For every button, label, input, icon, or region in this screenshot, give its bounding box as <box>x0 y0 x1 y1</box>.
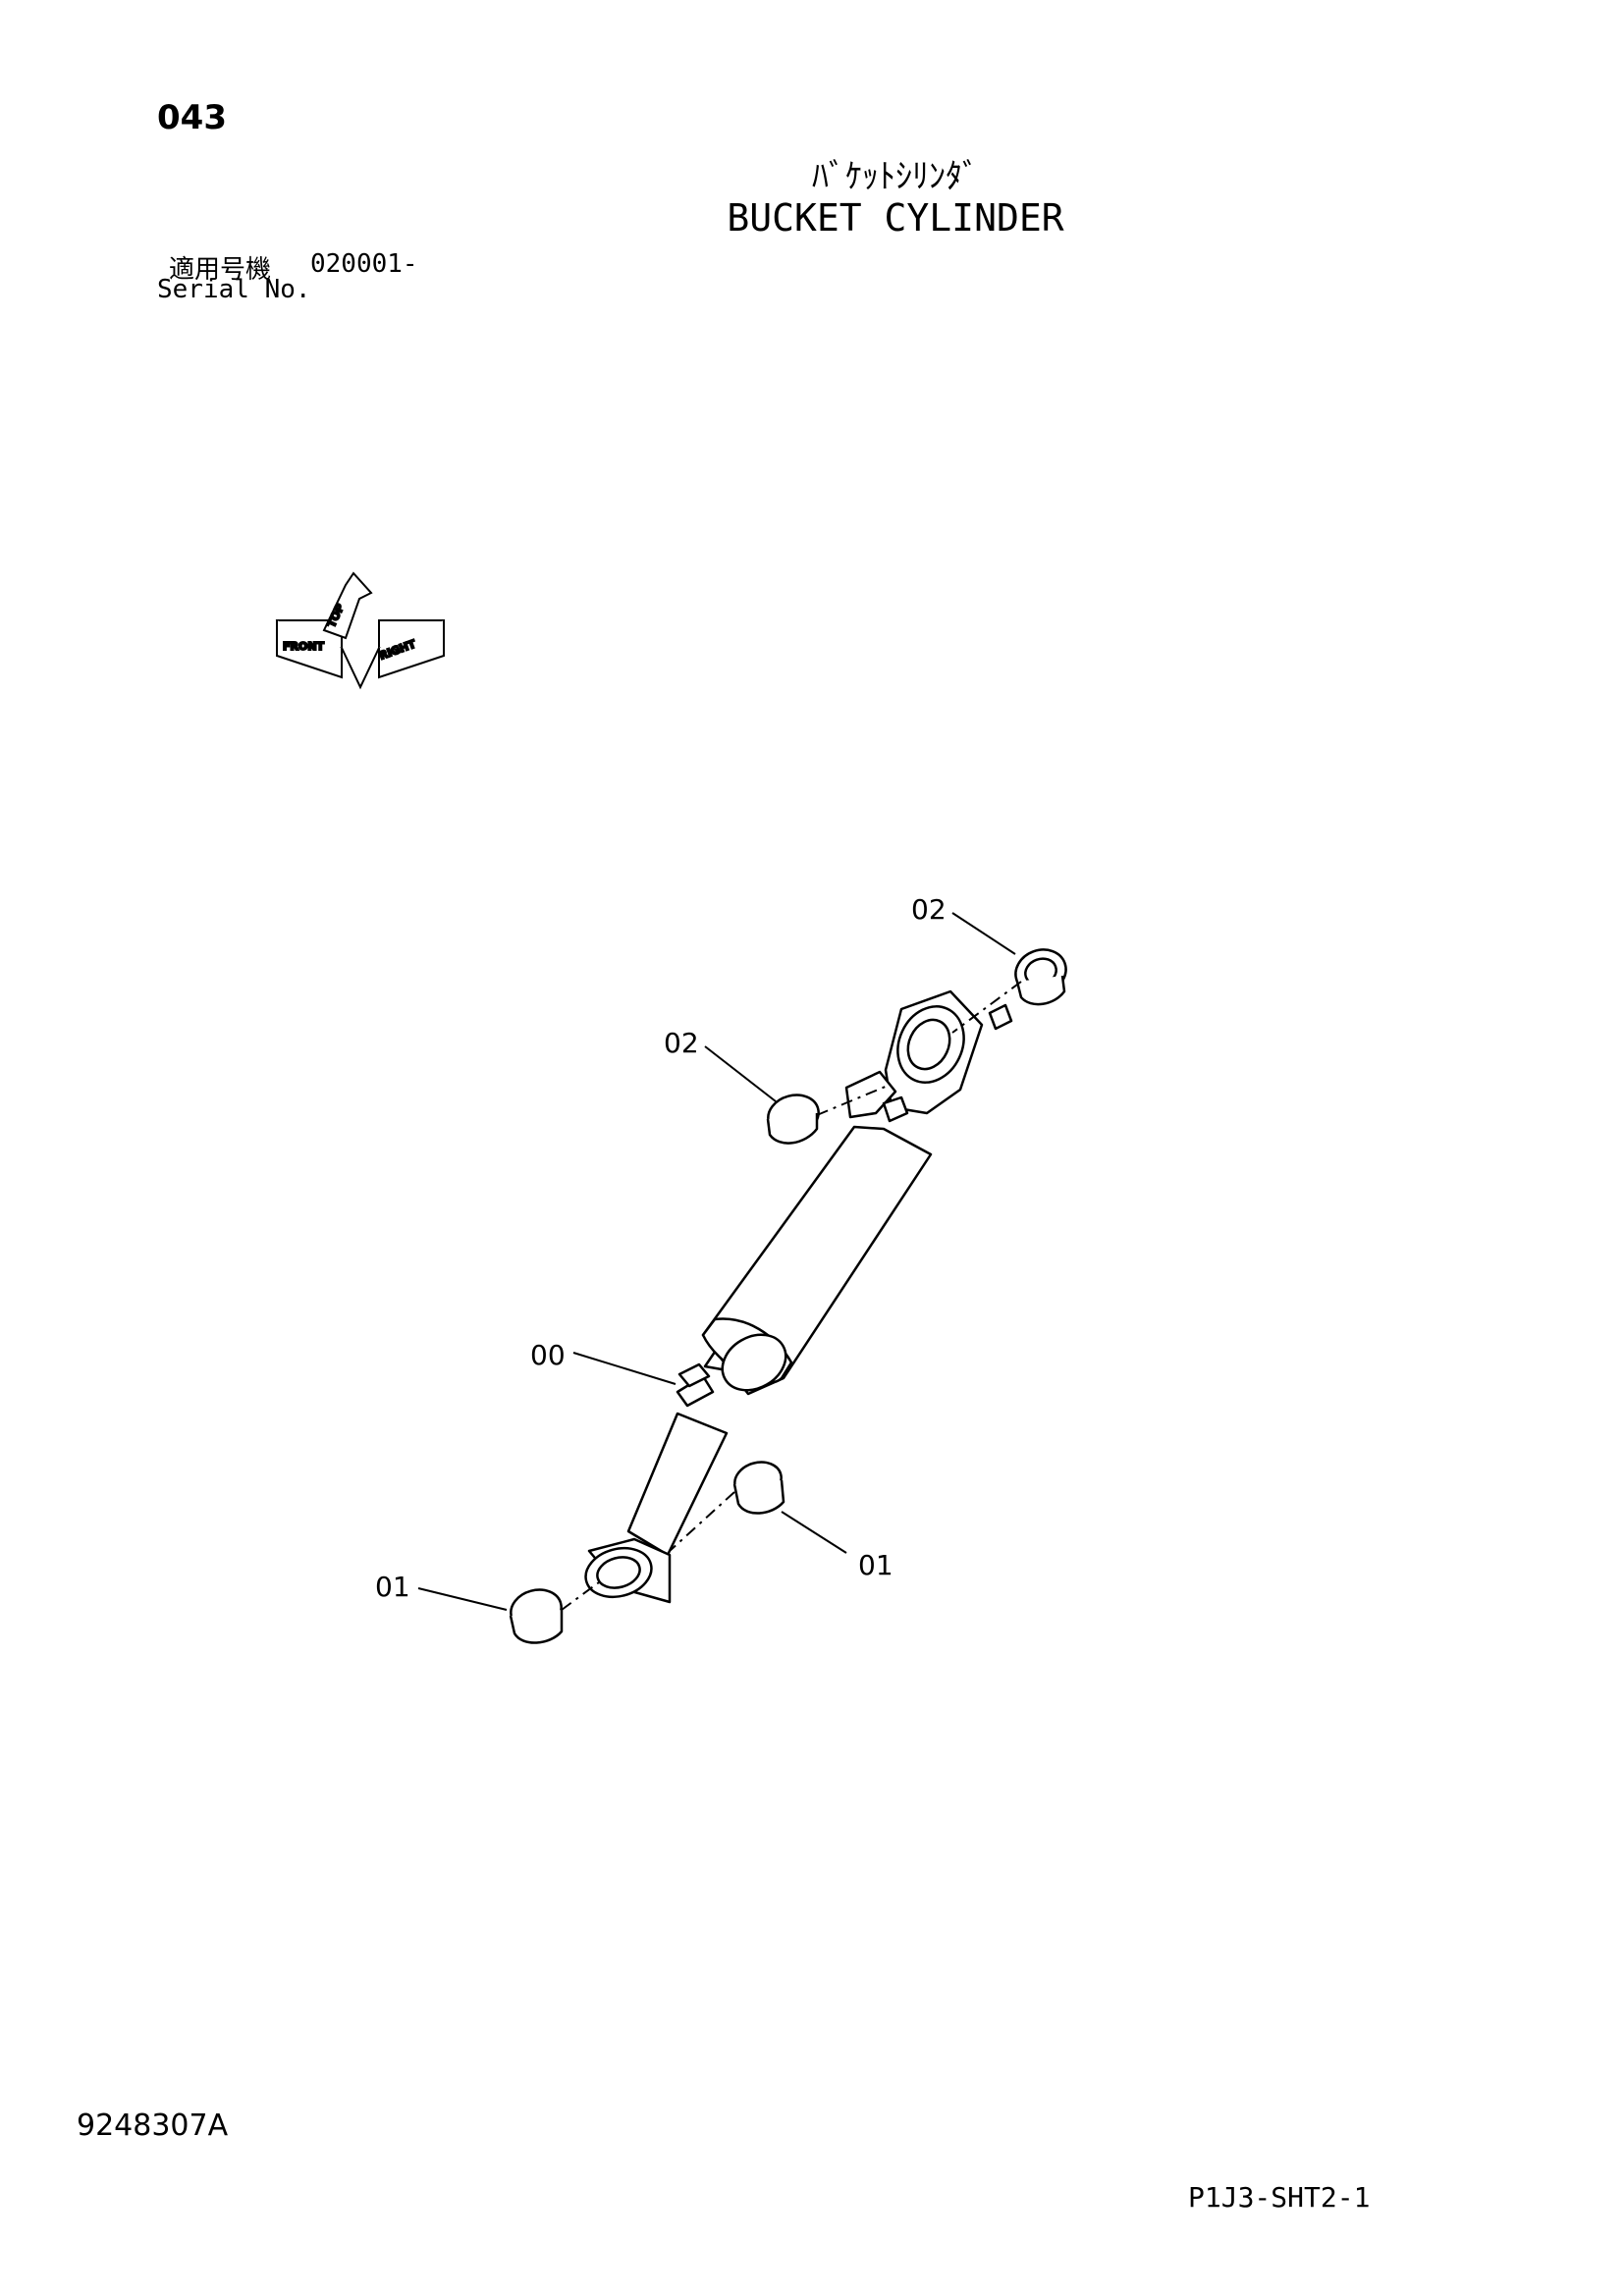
alignment-lines <box>561 981 1022 1611</box>
callout-01-left: 01 <box>375 1571 410 1603</box>
drawing-number: 9248307A <box>77 2109 229 2143</box>
leader-lines <box>417 912 1016 1611</box>
callout-01-right: 01 <box>858 1549 893 1581</box>
serial-label-english: Serial No. <box>157 275 311 304</box>
callout-02-upper: 02 <box>911 893 947 926</box>
orientation-indicator-icon: FRONT TOP RIGHT <box>275 571 446 690</box>
bucket-cylinder-drawing <box>509 948 1067 1644</box>
title-english: BUCKET CYLINDER <box>727 196 1064 240</box>
callout-00: 00 <box>530 1339 566 1371</box>
bushing-02-upper <box>1014 948 1067 1006</box>
title-japanese: ﾊﾞｹｯﾄｼﾘﾝﾀﾞ <box>812 157 979 196</box>
serial-range: 020001- <box>310 249 418 279</box>
orientation-label-front: FRONT <box>283 640 325 653</box>
bushing-01-right <box>732 1461 785 1515</box>
bushing-01-left <box>509 1588 564 1644</box>
page-number: 043 <box>157 98 227 137</box>
bushing-02-lower <box>766 1094 820 1145</box>
callout-02-lower: 02 <box>664 1027 699 1059</box>
sheet-code: P1J3-SHT2-1 <box>1188 2181 1371 2214</box>
serial-label-japanese: 適用号機 <box>169 255 272 285</box>
